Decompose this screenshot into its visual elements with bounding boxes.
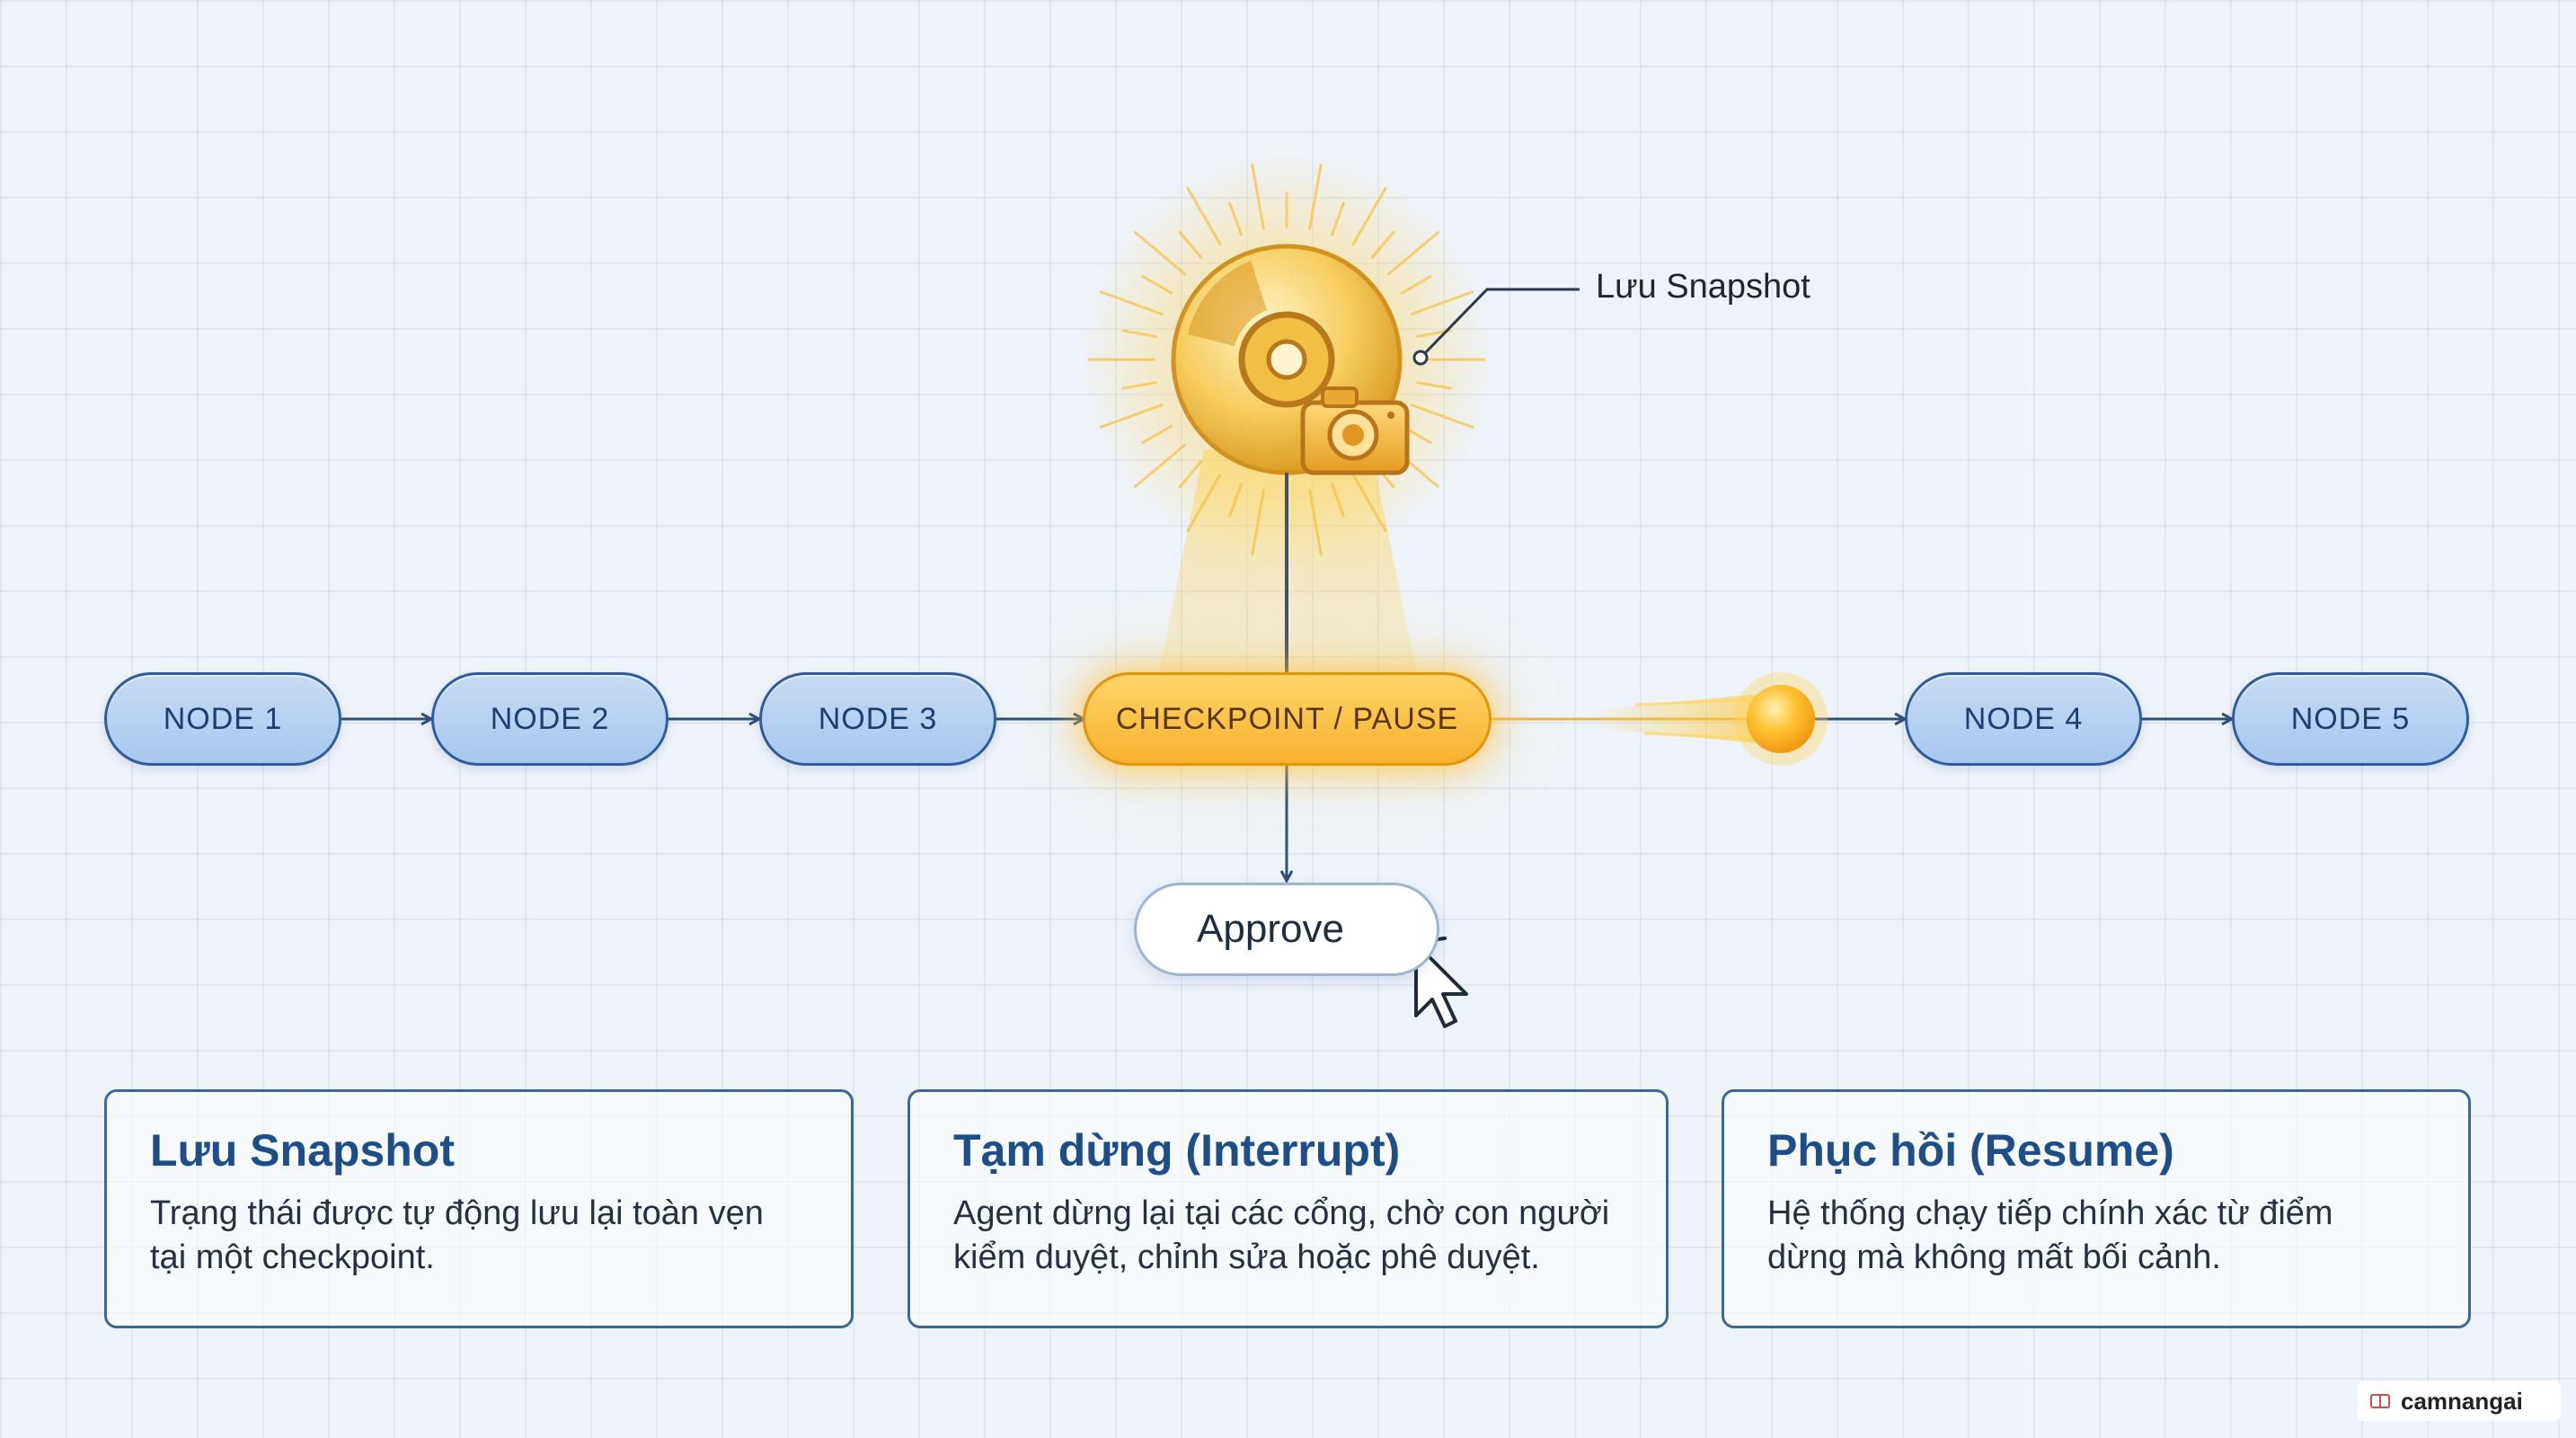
card-interrupt-body: Agent dừng lại tại các cổng, chờ con ngư… xyxy=(953,1192,1623,1281)
card-interrupt-line2: kiểm duyệt, chỉnh sửa hoặc phê duyệt. xyxy=(953,1238,1540,1277)
approve-button[interactable]: Approve xyxy=(1134,883,1439,976)
sun-ray xyxy=(1410,290,1474,315)
sun-ray xyxy=(1370,230,1395,260)
card-snapshot-line1: Trạng thái được tự động lưu lại toàn vẹn xyxy=(150,1194,764,1232)
sun-ray xyxy=(1308,489,1323,556)
approve-label: Approve xyxy=(1197,907,1344,951)
sun-ray xyxy=(1308,163,1323,230)
watermark-text: camnangai xyxy=(2401,1387,2523,1415)
callout-leader xyxy=(1419,288,1580,360)
card-interrupt-title: Tạm dừng (Interrupt) xyxy=(953,1125,1401,1176)
card-resume: Phục hồi (Resume) Hệ thống chạy tiếp chí… xyxy=(1722,1089,2471,1328)
sun-ray xyxy=(1351,473,1387,533)
node-4: NODE 4 xyxy=(1905,672,2142,766)
sun-ray xyxy=(1099,290,1164,315)
node-1: NODE 1 xyxy=(104,672,341,766)
sun-ray xyxy=(1331,201,1345,236)
sun-ray xyxy=(1121,381,1157,390)
card-snapshot-body: Trạng thái được tự động lưu lại toàn vẹn… xyxy=(150,1192,808,1281)
node-2-label: NODE 2 xyxy=(490,701,610,736)
sun-ray xyxy=(1141,275,1173,295)
watermark: camnangai xyxy=(2358,1381,2561,1421)
sun-ray xyxy=(1400,275,1432,295)
sun-ray xyxy=(1251,489,1265,556)
sun-ray xyxy=(1099,404,1164,429)
sun-ray xyxy=(1410,404,1474,429)
sun-ray xyxy=(1251,163,1265,230)
node-4-label: NODE 4 xyxy=(1963,701,2084,736)
card-resume-title: Phục hồi (Resume) xyxy=(1767,1125,2174,1176)
node-5: NODE 5 xyxy=(2232,672,2469,766)
sun-ray xyxy=(1331,483,1345,518)
sun-ray xyxy=(1386,231,1440,276)
card-interrupt: Tạm dừng (Interrupt) Agent dừng lại tại … xyxy=(907,1089,1669,1328)
sun-ray xyxy=(1228,201,1243,236)
checkpoint-label: CHECKPOINT / PAUSE xyxy=(1115,701,1459,736)
node-3-label: NODE 3 xyxy=(818,701,938,736)
sun-ray xyxy=(1351,186,1387,246)
sun-ray xyxy=(1228,483,1243,518)
sun-ray xyxy=(1133,231,1187,276)
node-5-label: NODE 5 xyxy=(2290,701,2411,736)
sun-ray xyxy=(1178,230,1203,260)
node-2: NODE 2 xyxy=(431,672,668,766)
glowing-orb-icon xyxy=(1590,672,1828,766)
sun-ray xyxy=(1133,443,1187,488)
cursor-icon xyxy=(1414,942,1468,1028)
book-icon xyxy=(2370,1394,2390,1408)
sun-ray xyxy=(1186,186,1222,246)
sun-ray xyxy=(1186,473,1222,533)
camera-icon xyxy=(1300,386,1410,475)
node-3: NODE 3 xyxy=(759,672,996,766)
card-interrupt-line1: Agent dừng lại tại các cổng, chờ con ngư… xyxy=(953,1194,1610,1232)
checkpoint-node: CHECKPOINT / PAUSE xyxy=(1083,672,1492,766)
sun-ray xyxy=(1121,329,1157,338)
card-resume-line1: Hệ thống chạy tiếp chính xác từ điểm xyxy=(1767,1194,2333,1232)
sun-ray xyxy=(1141,424,1173,444)
callout-dot xyxy=(1412,350,1429,366)
node-1-label: NODE 1 xyxy=(163,701,283,736)
card-snapshot-title: Lưu Snapshot xyxy=(150,1125,455,1176)
sun-ray xyxy=(1178,459,1203,489)
snapshot-callout-label: Lưu Snapshot xyxy=(1596,268,1810,306)
sun-ray xyxy=(1416,381,1452,390)
card-resume-body: Hệ thống chạy tiếp chính xác từ điểm dừn… xyxy=(1767,1192,2425,1281)
card-snapshot: Lưu Snapshot Trạng thái được tự động lưu… xyxy=(104,1089,854,1328)
card-snapshot-line2: tại một checkpoint. xyxy=(150,1238,435,1277)
card-resume-line2: dừng mà không mất bối cảnh. xyxy=(1767,1238,2221,1277)
